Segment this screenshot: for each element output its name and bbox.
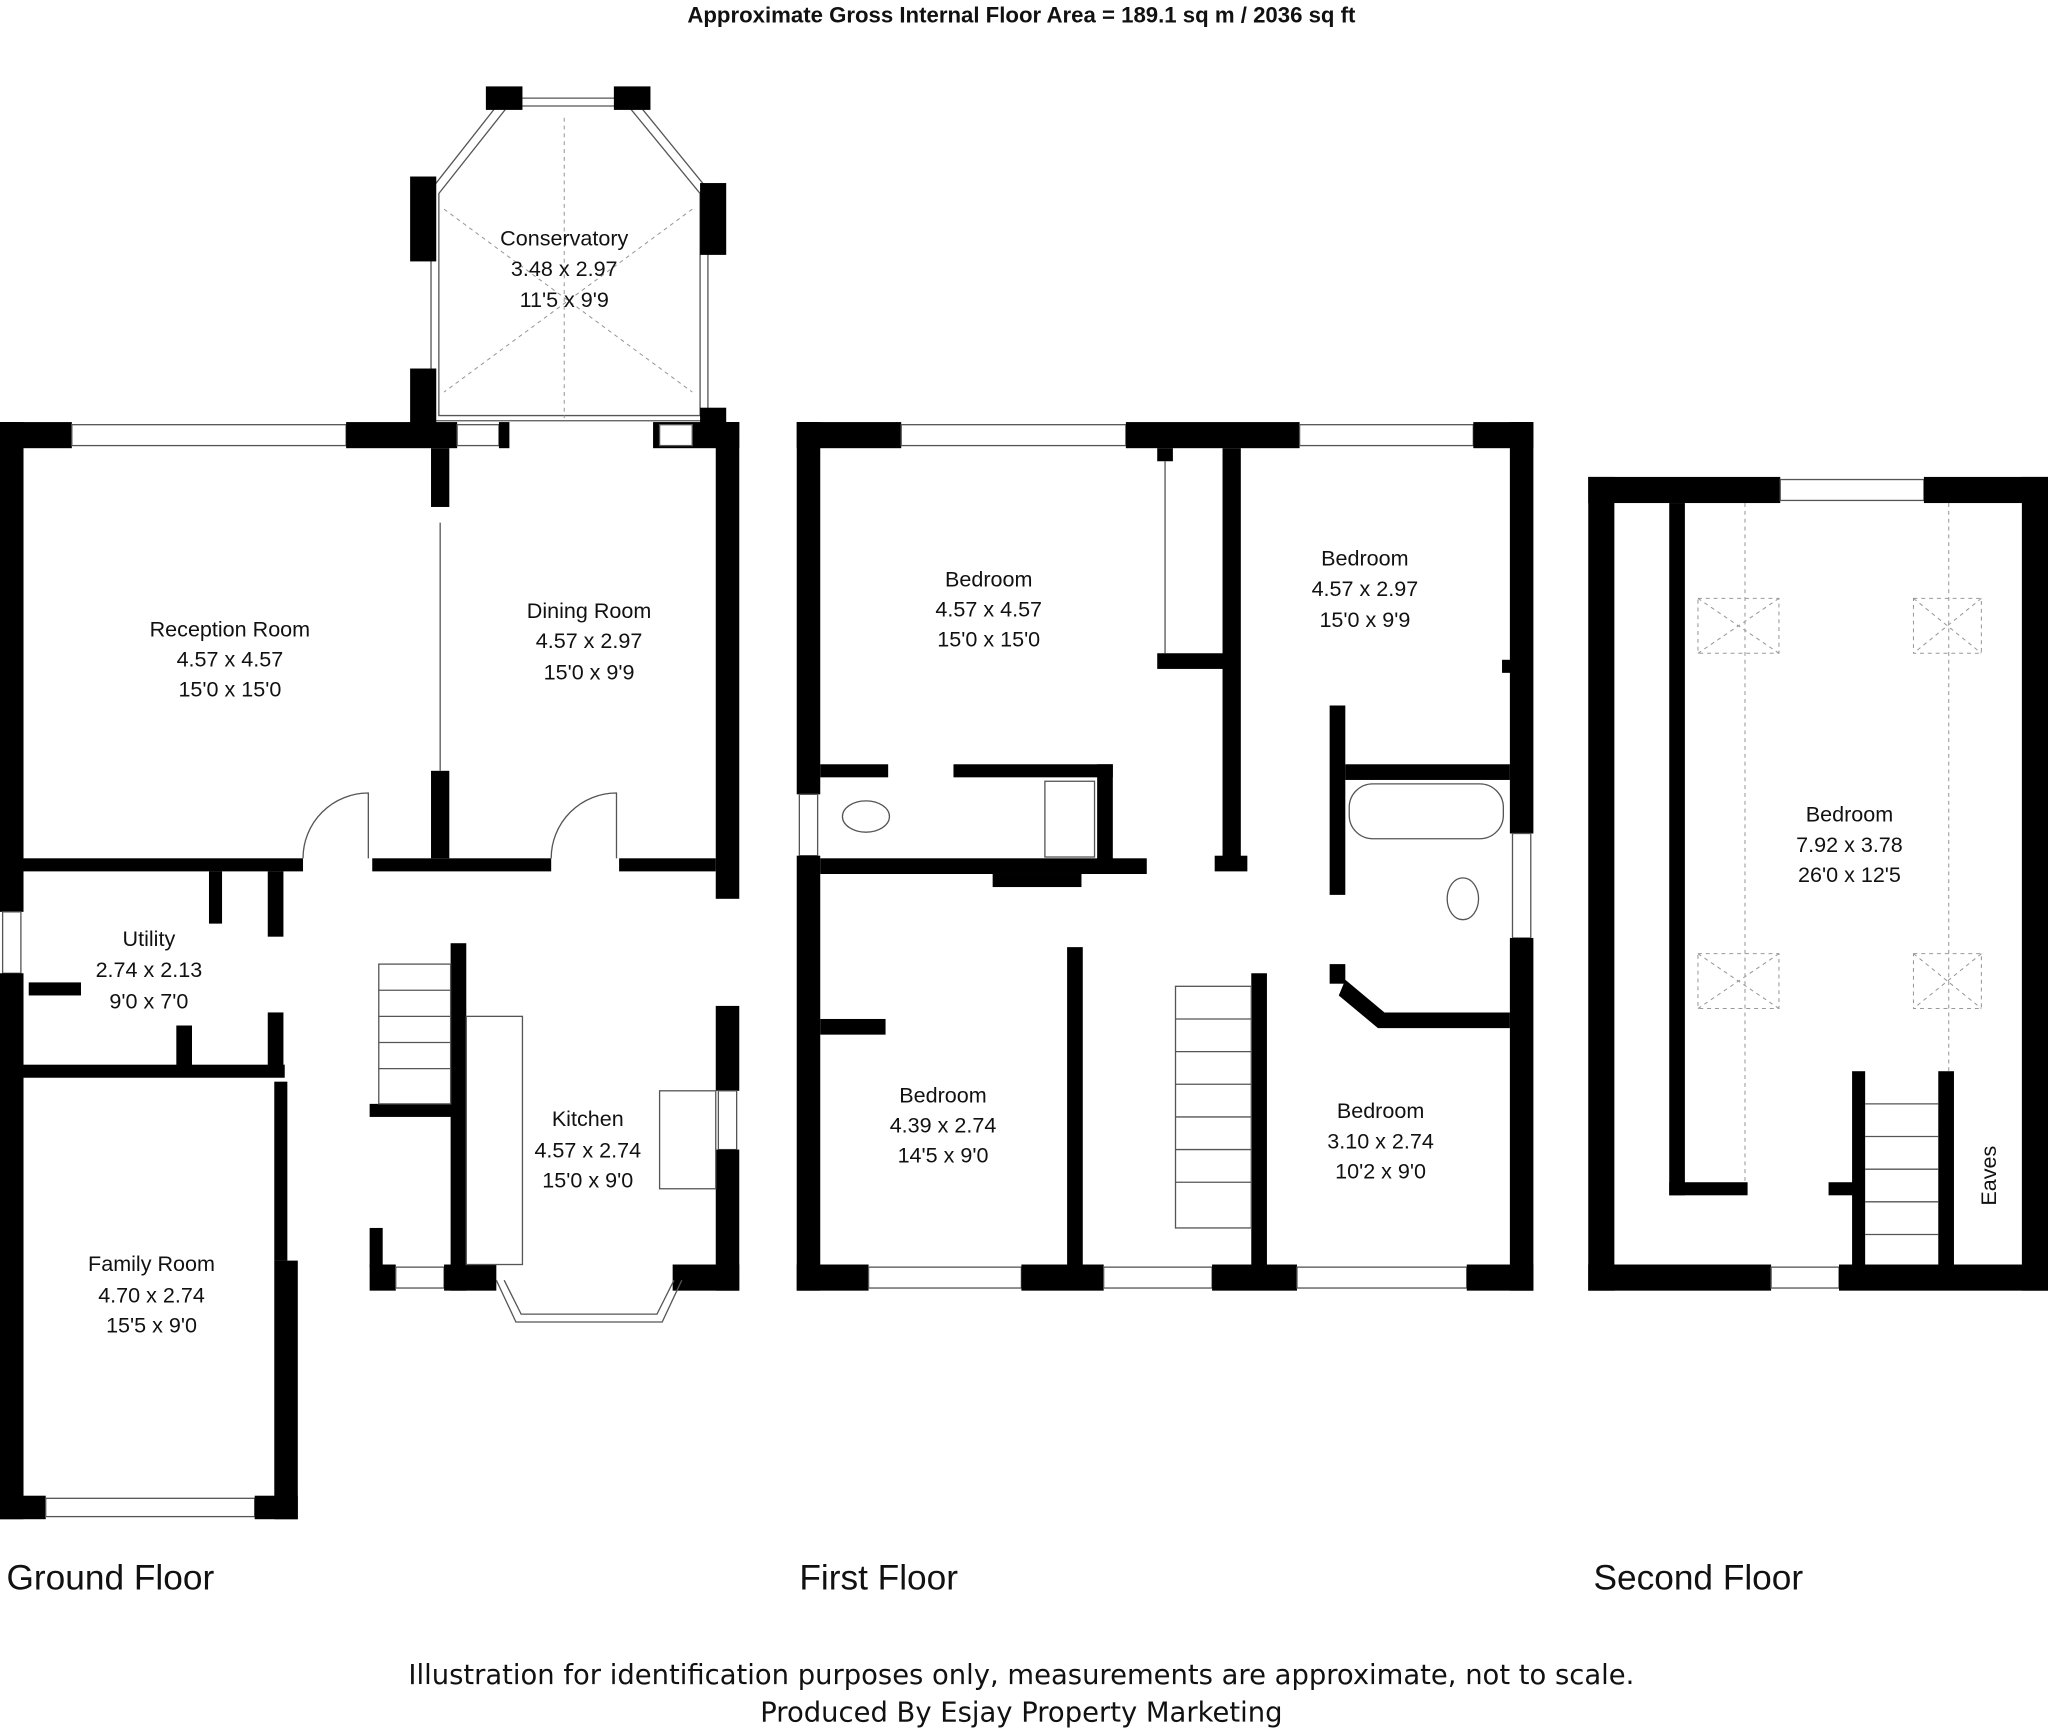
svg-text:10'2 x 9'0: 10'2 x 9'0 [1335, 1158, 1426, 1183]
svg-text:4.57 x 2.97: 4.57 x 2.97 [1312, 576, 1419, 601]
svg-text:15'0 x 15'0: 15'0 x 15'0 [937, 627, 1040, 652]
svg-text:Bedroom: Bedroom [945, 567, 1032, 592]
svg-text:26'0 x 12'5: 26'0 x 12'5 [1798, 862, 1901, 887]
svg-text:11'5 x 9'9: 11'5 x 9'9 [520, 287, 609, 312]
svg-text:2.74 x 2.13: 2.74 x 2.13 [96, 957, 203, 982]
svg-text:Utility: Utility [123, 926, 176, 951]
room-label-bedroom-2: Bedroom 4.57 x 2.97 15'0 x 9'9 [1312, 546, 1419, 632]
svg-text:Conservatory: Conservatory [500, 226, 628, 251]
room-label-family-room: Family Room 4.70 x 2.74 15'5 x 9'0 [88, 1251, 215, 1337]
svg-text:4.57 x 2.97: 4.57 x 2.97 [536, 628, 643, 653]
skylight [1912, 597, 1982, 654]
room-label-bedroom-4: Bedroom 3.10 x 2.74 10'2 x 9'0 [1327, 1098, 1434, 1183]
room-label-conservatory: Conservatory 3.48 x 2.97 11'5 x 9'9 [500, 226, 628, 312]
svg-text:Bedroom: Bedroom [899, 1083, 986, 1108]
room-label-bedroom-5: Bedroom 7.92 x 3.78 26'0 x 12'5 [1796, 802, 1903, 887]
second-floor-label: Second Floor [1593, 1559, 1803, 1598]
room-label-bedroom-3: Bedroom 4.39 x 2.74 14'5 x 9'0 [890, 1083, 997, 1168]
svg-text:Family Room: Family Room [88, 1251, 215, 1276]
svg-text:Bedroom: Bedroom [1806, 802, 1893, 827]
first-floor-label: First Floor [799, 1559, 958, 1598]
svg-text:15'0 x 9'9: 15'0 x 9'9 [544, 659, 635, 684]
second-floor-plan [1588, 476, 2048, 1291]
svg-text:Bedroom: Bedroom [1321, 546, 1408, 571]
svg-text:3.10 x 2.74: 3.10 x 2.74 [1327, 1128, 1434, 1153]
svg-text:3.48 x 2.97: 3.48 x 2.97 [511, 256, 618, 281]
room-label-bedroom-1: Bedroom 4.57 x 4.57 15'0 x 15'0 [935, 567, 1042, 652]
ground-floor-plan [0, 86, 740, 1520]
room-label-reception-room: Reception Room 4.57 x 4.57 15'0 x 15'0 [150, 616, 311, 701]
ground-floor-label: Ground Floor [7, 1559, 215, 1598]
first-floor-plan [796, 422, 1534, 1291]
svg-text:15'0 x 9'9: 15'0 x 9'9 [1319, 607, 1410, 632]
room-label-dining-room: Dining Room 4.57 x 2.97 15'0 x 9'9 [527, 598, 652, 684]
skylight [1697, 597, 1780, 654]
room-label-kitchen: Kitchen 4.57 x 2.74 15'0 x 9'0 [534, 1106, 641, 1192]
svg-text:Kitchen: Kitchen [552, 1106, 624, 1131]
svg-text:4.57 x 4.57: 4.57 x 4.57 [177, 646, 284, 671]
svg-text:4.57 x 2.74: 4.57 x 2.74 [534, 1137, 641, 1162]
skylight [1697, 953, 1780, 1010]
svg-text:15'0 x 15'0: 15'0 x 15'0 [178, 676, 281, 701]
svg-text:4.39 x 2.74: 4.39 x 2.74 [890, 1113, 997, 1138]
svg-text:9'0 x 7'0: 9'0 x 7'0 [109, 989, 188, 1014]
svg-text:7.92 x 3.78: 7.92 x 3.78 [1796, 832, 1903, 857]
eaves-label: Eaves [1976, 1146, 2001, 1206]
svg-text:14'5 x 9'0: 14'5 x 9'0 [898, 1143, 989, 1168]
svg-text:4.57 x 4.57: 4.57 x 4.57 [935, 597, 1042, 622]
svg-text:15'5 x 9'0: 15'5 x 9'0 [106, 1312, 197, 1337]
svg-text:Reception Room: Reception Room [150, 616, 311, 641]
producer-text: Produced By Esjay Property Marketing [760, 1698, 1282, 1729]
svg-text:15'0 x 9'0: 15'0 x 9'0 [542, 1167, 633, 1192]
skylight [1912, 953, 1982, 1010]
floor-area-title: Approximate Gross Internal Floor Area = … [687, 2, 1356, 27]
svg-text:Dining Room: Dining Room [527, 598, 652, 623]
svg-text:4.70 x 2.74: 4.70 x 2.74 [98, 1282, 205, 1307]
room-label-utility: Utility 2.74 x 2.13 9'0 x 7'0 [96, 926, 203, 1014]
svg-text:Bedroom: Bedroom [1337, 1098, 1424, 1123]
disclaimer-text: Illustration for identification purposes… [408, 1660, 1634, 1691]
